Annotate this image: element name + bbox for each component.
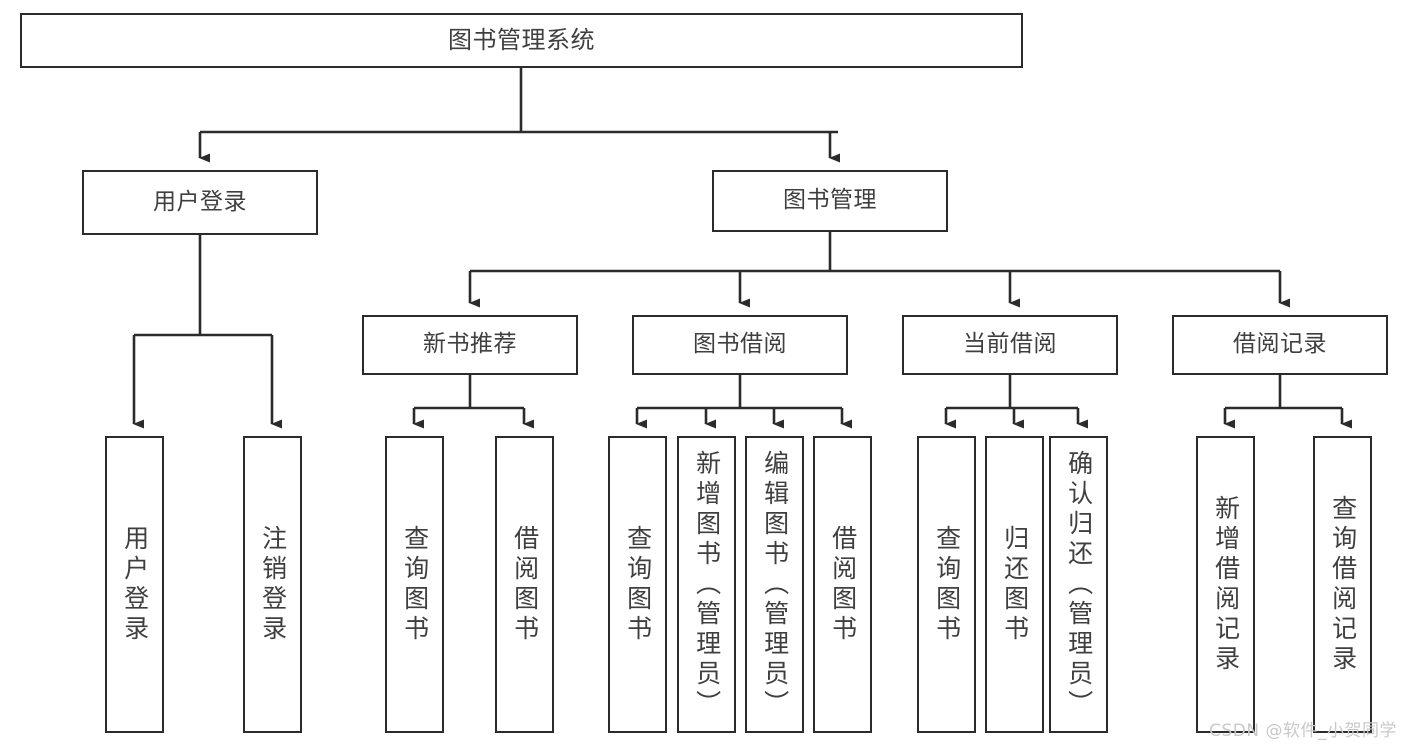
leaf-user-login-login[interactable]: 用户登录 (105, 436, 164, 733)
node-label: 查询借阅记录 (1328, 494, 1358, 675)
leaf-borrow-query-book[interactable]: 查询图书 (608, 436, 667, 733)
node-user-login[interactable]: 用户登录 (82, 170, 318, 235)
node-label: 新书推荐 (423, 331, 517, 358)
node-label: 新增图书（管理员） (692, 449, 722, 720)
node-current-borrow[interactable]: 当前借阅 (902, 315, 1118, 375)
node-book-management[interactable]: 图书管理 (712, 170, 948, 232)
leaf-borrow-add-book-admin[interactable]: 新增图书（管理员） (677, 436, 736, 733)
leaf-record-add-record[interactable]: 新增借阅记录 (1196, 436, 1255, 733)
node-label: 图书管理 (783, 187, 877, 214)
node-label: 借阅图书 (828, 524, 858, 645)
node-label: 归还图书 (1000, 524, 1030, 645)
node-label: 编辑图书（管理员） (760, 449, 790, 720)
node-new-book-recommend[interactable]: 新书推荐 (362, 315, 578, 375)
leaf-new-book-query-book[interactable]: 查询图书 (385, 436, 444, 733)
node-label: 图书管理系统 (448, 26, 595, 55)
node-label: 新增借阅记录 (1211, 494, 1241, 675)
node-label: 用户登录 (120, 524, 150, 645)
node-borrow-record[interactable]: 借阅记录 (1172, 315, 1388, 375)
leaf-current-return-book[interactable]: 归还图书 (985, 436, 1044, 733)
leaf-current-confirm-return-admin[interactable]: 确认归还（管理员） (1049, 436, 1108, 733)
leaf-borrow-edit-book-admin[interactable]: 编辑图书（管理员） (745, 436, 804, 733)
node-label: 查询图书 (623, 524, 653, 645)
node-label: 查询图书 (400, 524, 430, 645)
node-label: 注销登录 (258, 524, 288, 645)
node-label: 确认归还（管理员） (1064, 449, 1094, 720)
node-label: 借阅图书 (510, 524, 540, 645)
node-label: 图书借阅 (693, 331, 787, 358)
watermark: CSDN @软件_小贺同学 (1209, 721, 1397, 741)
node-label: 用户登录 (153, 188, 247, 215)
leaf-new-book-borrow-book[interactable]: 借阅图书 (495, 436, 554, 733)
node-label: 借阅记录 (1233, 331, 1327, 358)
node-label: 当前借阅 (963, 331, 1057, 358)
leaf-user-login-logout[interactable]: 注销登录 (243, 436, 302, 733)
node-root-book-management-system[interactable]: 图书管理系统 (20, 13, 1023, 68)
node-book-borrow[interactable]: 图书借阅 (632, 315, 848, 375)
leaf-borrow-borrow-book[interactable]: 借阅图书 (813, 436, 872, 733)
leaf-current-query-book[interactable]: 查询图书 (917, 436, 976, 733)
leaf-record-query-record[interactable]: 查询借阅记录 (1313, 436, 1372, 733)
node-label: 查询图书 (932, 524, 962, 645)
